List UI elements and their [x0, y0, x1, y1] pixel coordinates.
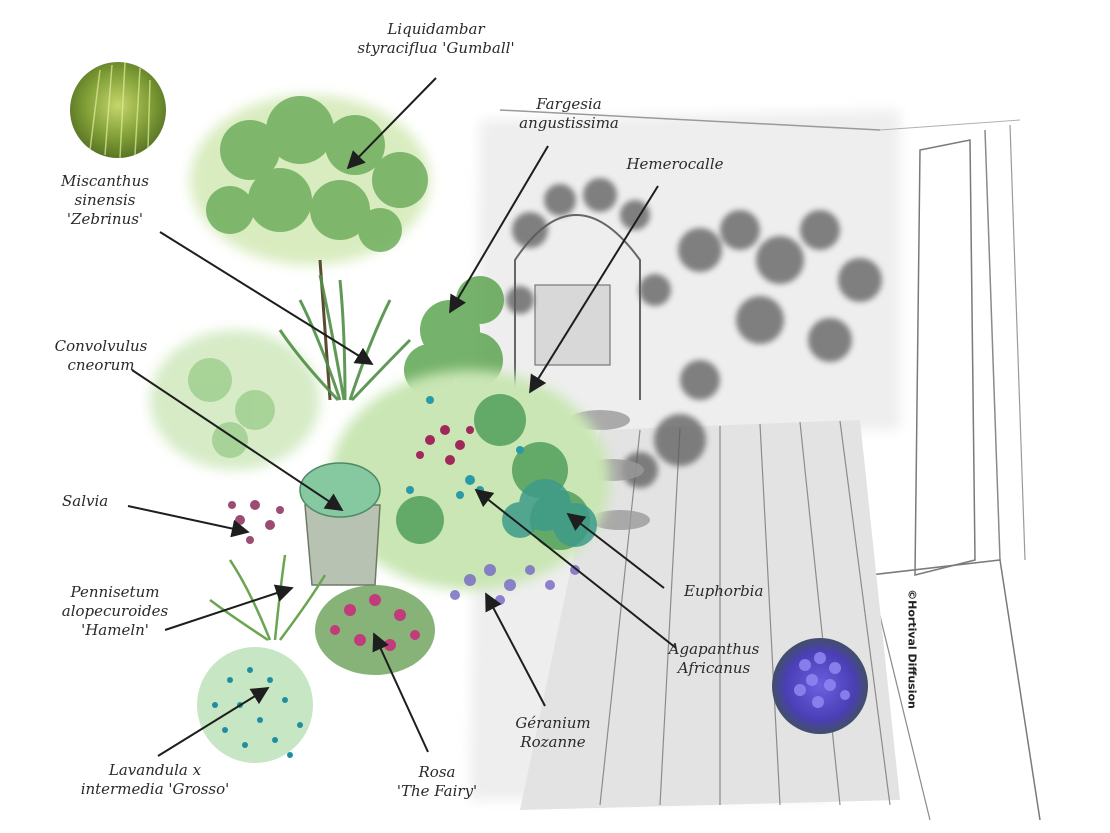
arrow-pennisetum	[164, 584, 294, 631]
arrow-miscanthus	[159, 231, 374, 365]
label-rosa: Rosa'The Fairy'	[396, 763, 478, 800]
arrow-euphorbia	[566, 512, 665, 589]
arrow-hemerocalle	[529, 185, 659, 394]
planting-bed	[150, 95, 610, 763]
miscanthus-photo	[70, 61, 166, 159]
leader-arrows	[127, 77, 677, 757]
agapanthus-photo	[772, 638, 868, 734]
arrow-agapanthus	[474, 488, 677, 649]
label-euphorbia: Euphorbia	[684, 582, 764, 600]
copyright-credit: ©Hortival Diffusion	[905, 589, 919, 709]
arrow-convolvulus	[131, 369, 344, 511]
arrow-liquidambar	[346, 77, 437, 170]
arrow-rosa	[372, 632, 429, 753]
label-hemerocalle: Hemerocalle	[626, 155, 724, 173]
arrow-salvia	[127, 505, 250, 538]
arrow-lavandula	[157, 687, 270, 757]
arrow-geranium	[485, 592, 546, 707]
arrow-fargesia	[449, 145, 549, 314]
label-salvia: Salvia	[62, 492, 109, 510]
